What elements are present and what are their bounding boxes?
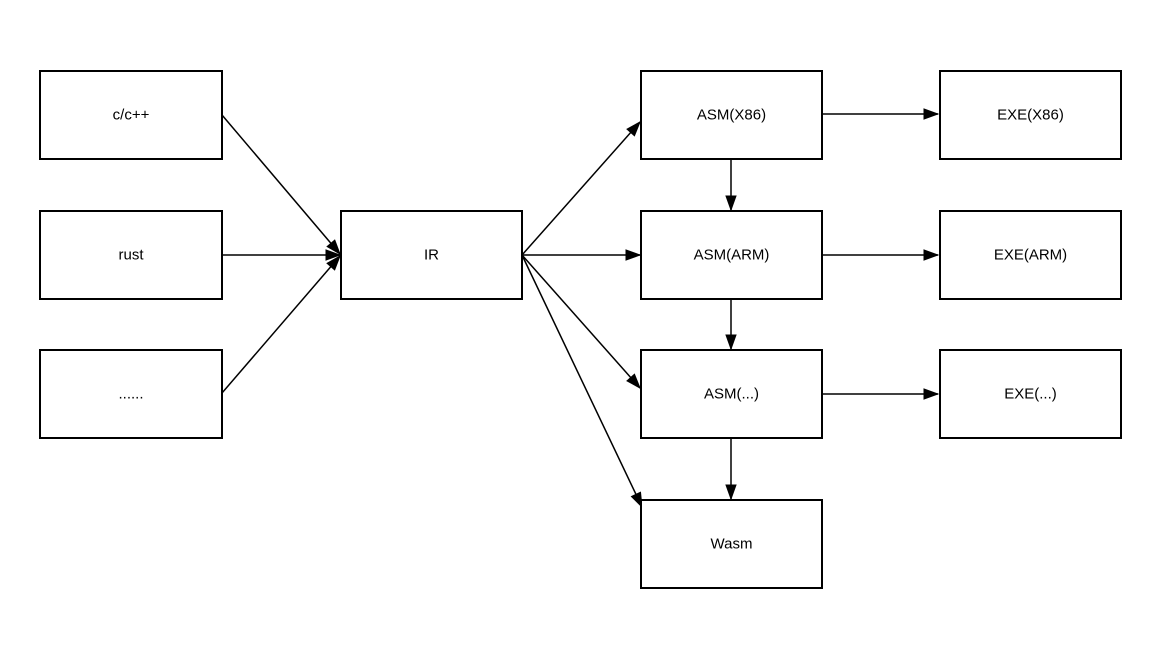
node-dots: ...... bbox=[39, 349, 223, 439]
node-dots-box bbox=[39, 349, 223, 439]
node-c-cpp-label: c/c++ bbox=[113, 107, 150, 124]
node-exe-arm: EXE(ARM) bbox=[939, 210, 1122, 300]
node-ir-label: IR bbox=[424, 247, 439, 264]
node-c-cpp-box bbox=[39, 70, 223, 160]
node-asm-arm-box bbox=[640, 210, 823, 300]
nodes-layer: c/c++ rust...... IR ASM(X86) ASM(ARM) ASM(...… bbox=[39, 70, 1122, 589]
node-exe-arm-label: EXE(ARM) bbox=[994, 247, 1067, 264]
edge-c-cpp-to-ir bbox=[221, 114, 340, 254]
node-wasm-box bbox=[640, 499, 823, 589]
node-asm-arm-label: ASM(ARM) bbox=[694, 247, 770, 264]
node-asm-other-box bbox=[640, 349, 823, 439]
node-ir-box bbox=[340, 210, 523, 300]
node-asm-other: ASM(...) bbox=[640, 349, 823, 439]
node-asm-x86-box bbox=[640, 70, 823, 160]
node-exe-arm-box bbox=[939, 210, 1122, 300]
node-asm-x86-label: ASM(X86) bbox=[697, 107, 766, 124]
node-exe-x86-label: EXE(X86) bbox=[997, 107, 1064, 124]
node-exe-other-box bbox=[939, 349, 1122, 439]
node-exe-x86-box bbox=[939, 70, 1122, 160]
node-wasm: Wasm bbox=[640, 499, 823, 589]
node-asm-arm: ASM(ARM) bbox=[640, 210, 823, 300]
edge-dots-to-ir bbox=[221, 256, 340, 394]
edges-layer bbox=[221, 114, 938, 507]
node-exe-other: EXE(...) bbox=[939, 349, 1122, 439]
node-rust-label: rust bbox=[118, 247, 144, 264]
edge-ir-to-wasm bbox=[521, 254, 643, 507]
node-dots-label: ...... bbox=[118, 386, 143, 403]
node-rust-box bbox=[39, 210, 223, 300]
node-wasm-label: Wasm bbox=[711, 536, 753, 553]
node-ir: IR bbox=[340, 210, 523, 300]
node-asm-x86: ASM(X86) bbox=[640, 70, 823, 160]
node-exe-x86: EXE(X86) bbox=[939, 70, 1122, 160]
node-c-cpp: c/c++ bbox=[39, 70, 223, 160]
node-rust: rust bbox=[39, 210, 223, 300]
edge-ir-to-asm-x86 bbox=[521, 122, 640, 256]
edge-ir-to-asm-other bbox=[521, 254, 640, 388]
node-exe-other-label: EXE(...) bbox=[1004, 386, 1057, 403]
node-asm-other-label: ASM(...) bbox=[704, 386, 759, 403]
